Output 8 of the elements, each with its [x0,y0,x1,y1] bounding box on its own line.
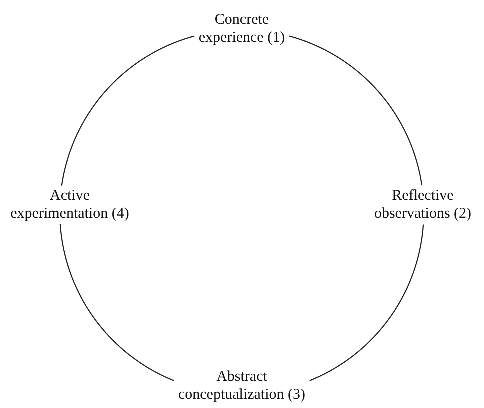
stage-label: Active experimentation (4) [2,187,138,223]
stage-label: Reflective observations (2) [364,187,482,223]
cycle-arc [289,36,423,186]
stage-label: Abstract conceptualization (3) [167,368,317,404]
stage-label: Concrete experience (1) [186,11,298,47]
cycle-arc [60,224,174,382]
cycle-arc [61,36,195,186]
cycle-arc [310,224,424,382]
